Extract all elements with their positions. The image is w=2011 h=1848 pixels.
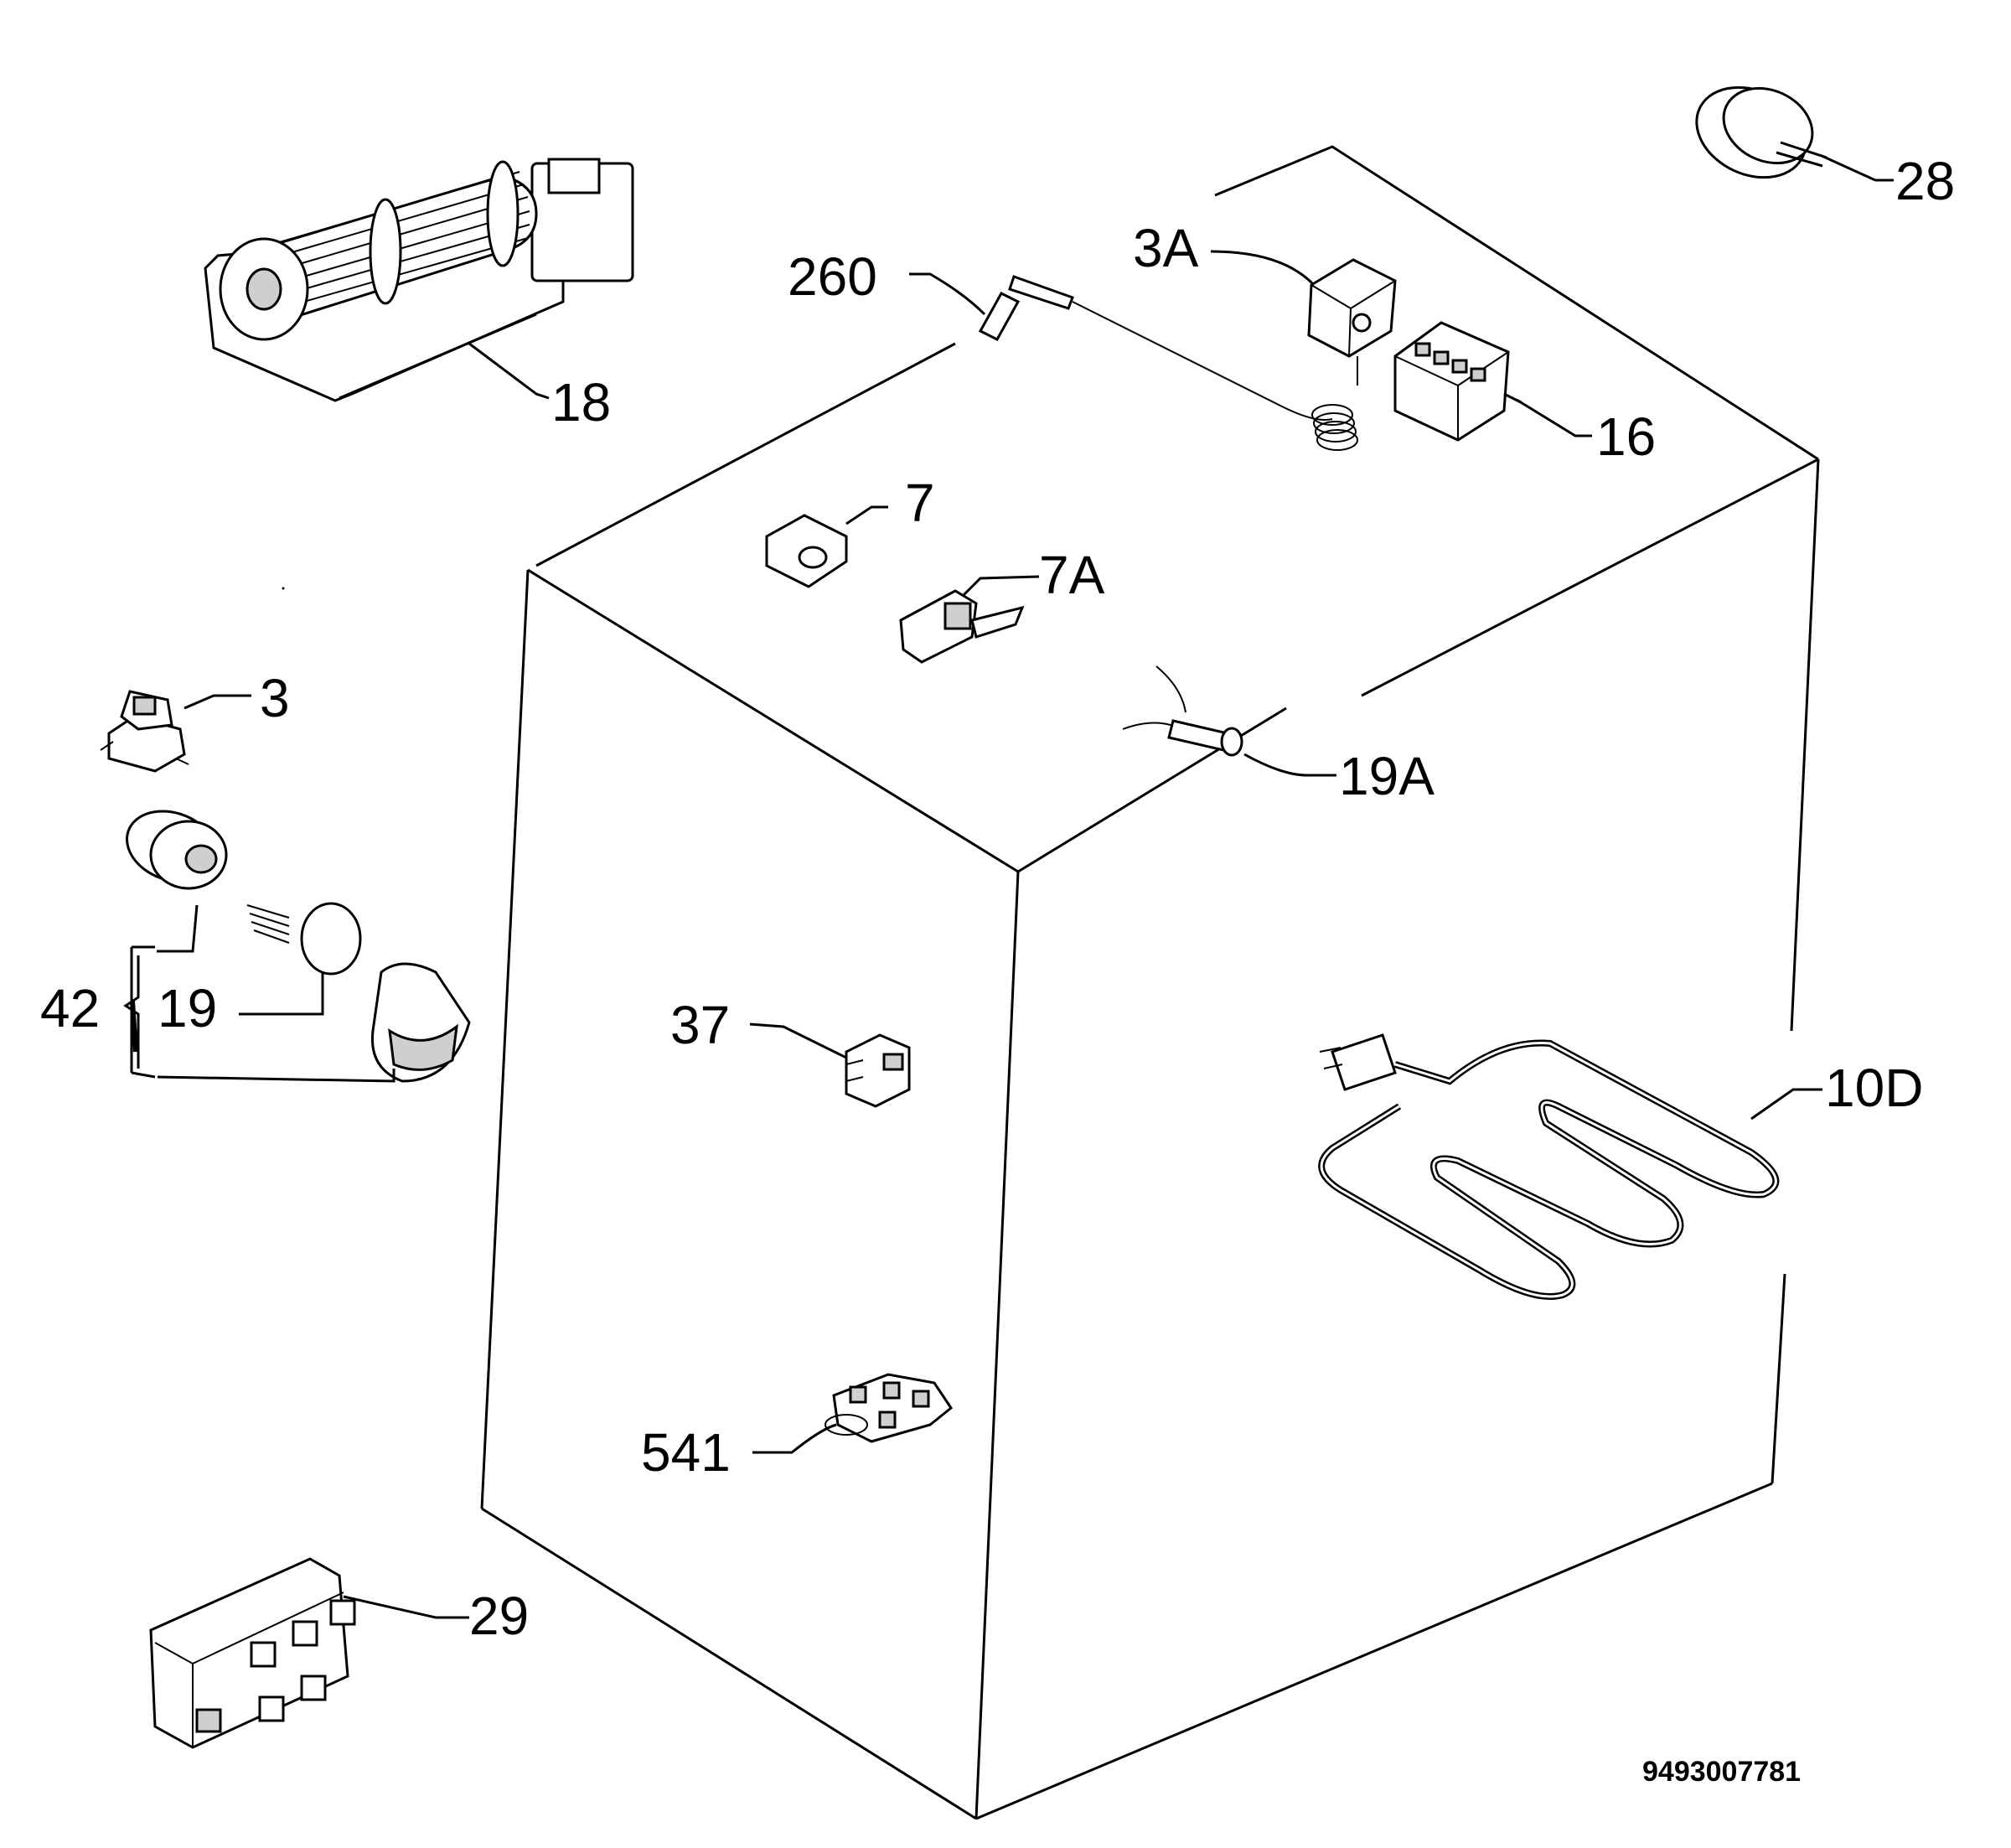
part-labels: 28 3A 260 18 16 7 7A 3 19A 42 19 37 10D …	[40, 151, 1955, 1788]
document-number: 9493007781	[1642, 1756, 1801, 1788]
label-42: 42	[40, 978, 100, 1038]
group-brace-42	[123, 955, 140, 1069]
label-19a: 19A	[1339, 746, 1435, 806]
switch-part-7	[765, 514, 848, 588]
oven-cabinet-outline	[282, 145, 1820, 1820]
label-19: 19	[158, 978, 217, 1038]
selector-switch-part-16	[1393, 321, 1522, 442]
heating-element-part-10d	[1318, 1033, 1780, 1300]
label-28: 28	[1895, 151, 1955, 211]
label-29: 29	[469, 1586, 529, 1646]
control-knob-part-28	[1695, 85, 1827, 179]
lamp-assembly-part-42	[126, 810, 471, 1083]
label-541: 541	[641, 1422, 731, 1483]
label-3a: 3A	[1133, 218, 1199, 278]
lamp-part-19a	[1122, 665, 1243, 757]
terminal-block-part-37	[845, 1033, 911, 1108]
label-3: 3	[260, 668, 290, 728]
thermostat-part-3a	[1307, 258, 1397, 451]
door-switch-part-7a	[899, 589, 1025, 664]
sensor-probe-part-260	[978, 275, 1333, 421]
label-7: 7	[905, 473, 935, 533]
label-7a: 7A	[1039, 545, 1105, 605]
label-18: 18	[551, 372, 611, 432]
label-16: 16	[1596, 406, 1656, 467]
thermal-cutout-part-3	[100, 690, 189, 773]
spark-generator-part-29	[149, 1557, 356, 1749]
label-10d: 10D	[1825, 1058, 1923, 1118]
terminal-connector-part-541	[825, 1373, 954, 1443]
leader-lines	[157, 153, 1894, 1619]
label-260: 260	[788, 246, 877, 307]
label-37: 37	[670, 995, 730, 1055]
fan-motor-part-18	[204, 158, 634, 402]
